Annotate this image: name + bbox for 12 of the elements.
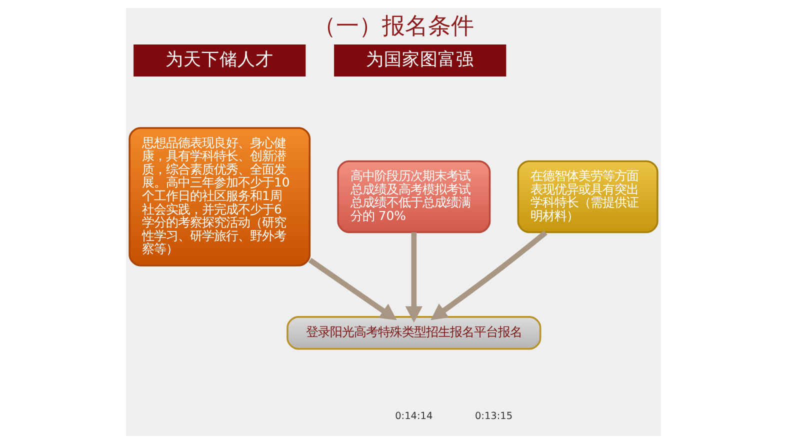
node-box: 思想品德表现良好、身心健康，具有学科特长、创新潜质，综合素质优秀、全面发展。高中三年参加不少于10个工作日的社区服务和1周社会实践，并完成不少于6学分的考察探究活动（研究性学习、研学旅行、野外考察等） bbox=[128, 127, 310, 266]
label: 为天下储人才 bbox=[165, 50, 274, 70]
label: 0:13:15 bbox=[474, 410, 512, 422]
diagram-title: （一）报名条件 bbox=[312, 14, 474, 40]
label: 为国家图富强 bbox=[366, 50, 474, 70]
node-box: 登录阳光高考特殊类型招生报名平台报名 bbox=[286, 316, 541, 350]
arrow bbox=[430, 230, 547, 320]
node-box: 高中阶段历次期末考试总成绩及高考模拟考试总成绩不低于总成绩满分的 70% bbox=[336, 160, 490, 234]
arrow bbox=[308, 258, 396, 320]
arrow bbox=[404, 232, 422, 323]
node-box: 在德智体美劳等方面表现优异或具有突出学科特长（需提供证明材料） bbox=[516, 160, 658, 234]
label: 0:14:14 bbox=[394, 410, 432, 422]
